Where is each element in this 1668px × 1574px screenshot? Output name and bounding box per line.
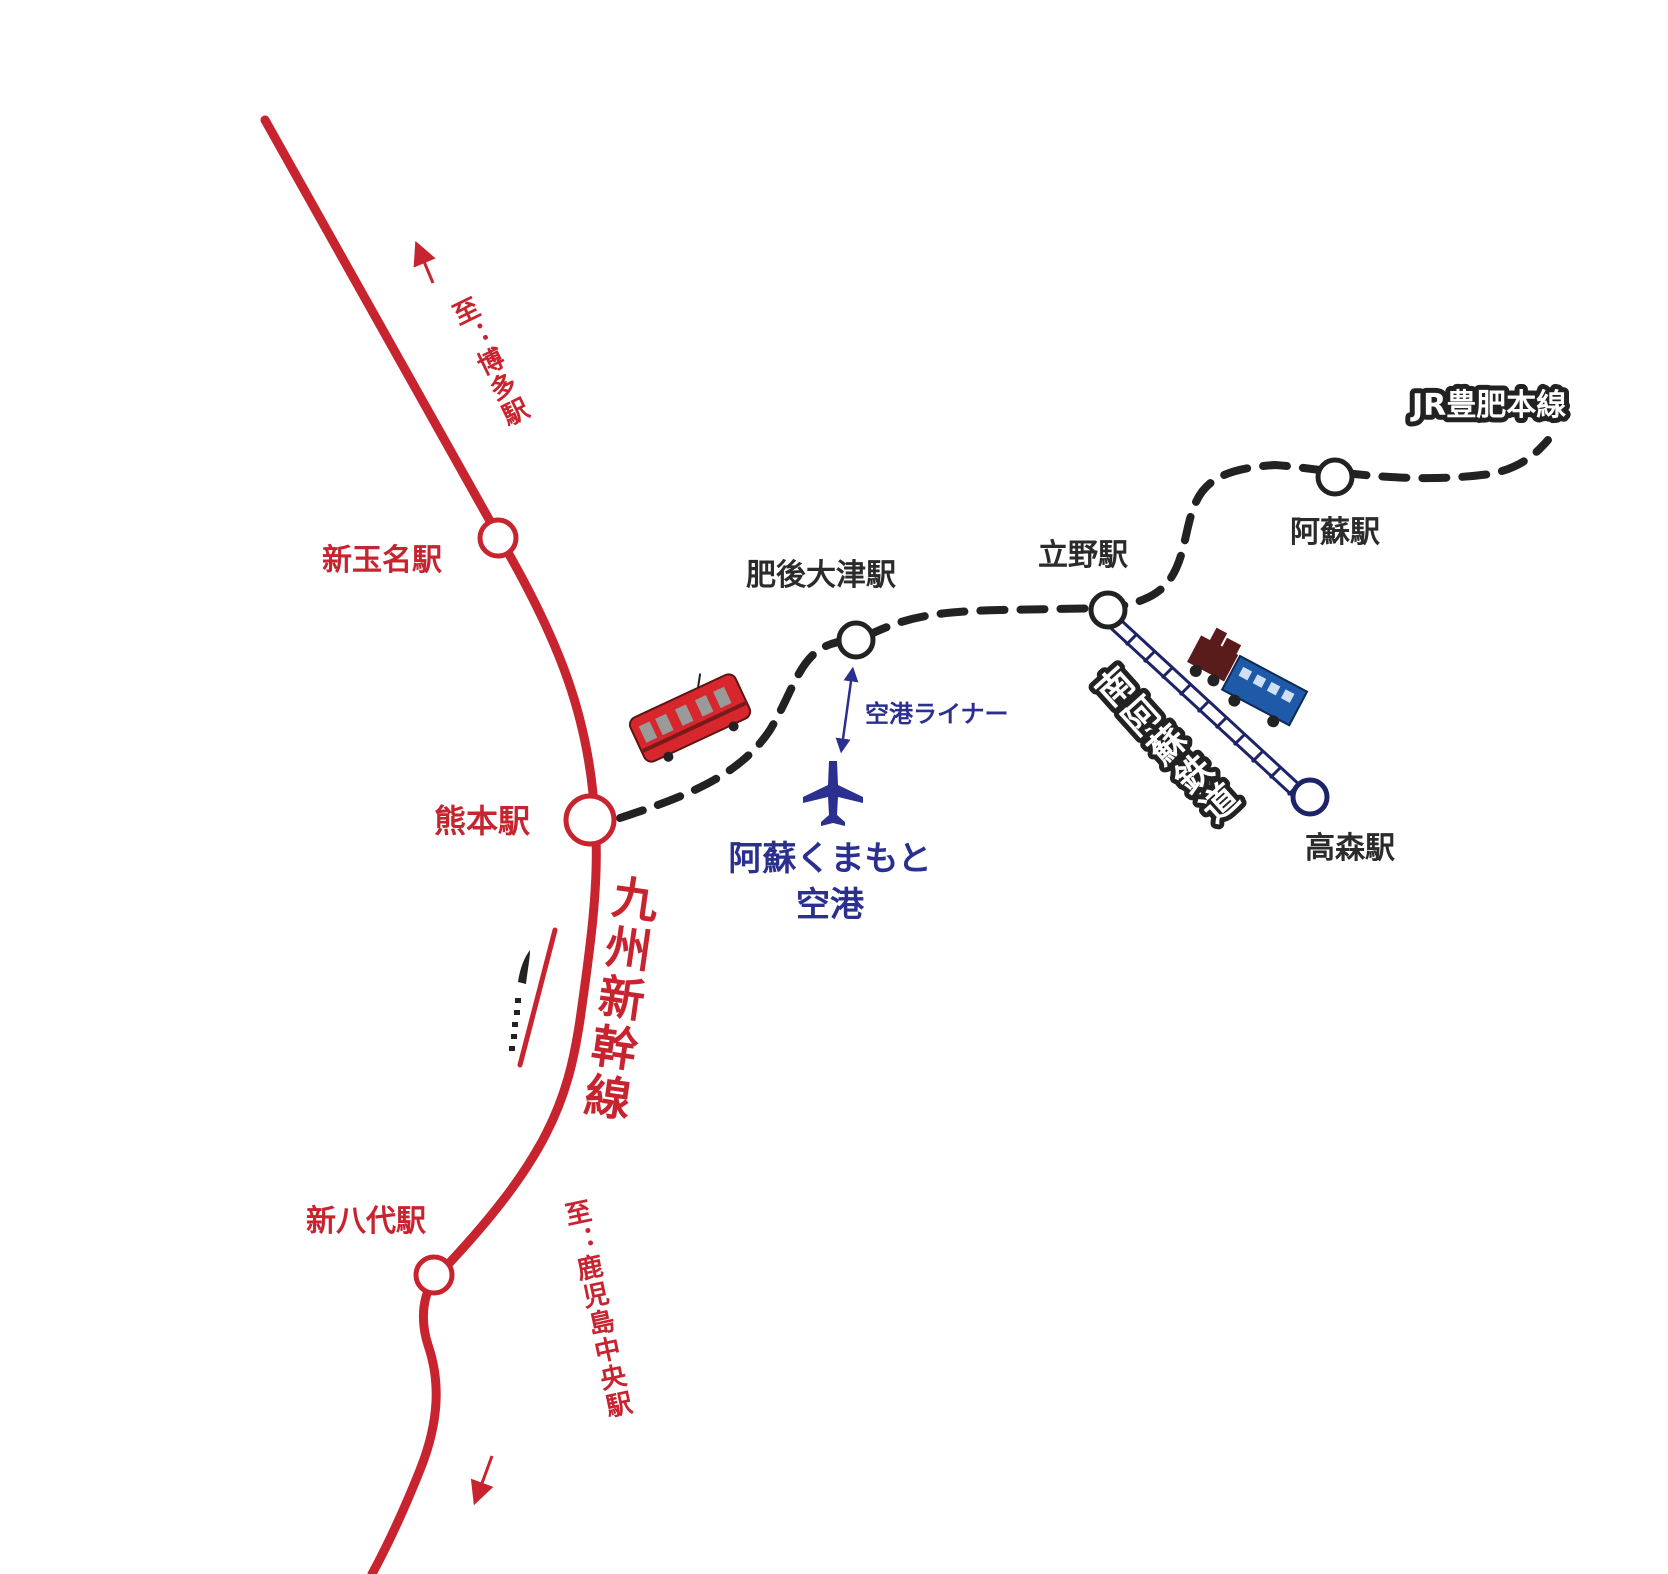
airport-liner-label: 空港ライナー bbox=[865, 700, 1009, 728]
station-marker-higoozu[interactable] bbox=[836, 620, 876, 660]
hohi-line bbox=[616, 436, 1552, 822]
station-label-takamori: 高森駅 bbox=[1305, 831, 1395, 866]
station-label-shinyatsushiro: 新八代駅 bbox=[306, 1204, 426, 1239]
station-marker-tateno[interactable] bbox=[1088, 590, 1128, 630]
south-direction-arrow bbox=[470, 1455, 494, 1506]
station-label-higoozu: 肥後大津駅 bbox=[746, 558, 896, 593]
north-direction-arrow bbox=[413, 240, 436, 284]
south-destination-label: 至：鹿児島中央駅 bbox=[558, 1197, 634, 1422]
steam-train-icon bbox=[1187, 627, 1309, 728]
red-train-icon bbox=[628, 673, 752, 763]
plane-icon bbox=[803, 761, 863, 826]
station-label-tateno: 立野駅 bbox=[1038, 538, 1128, 573]
station-marker-takamori[interactable] bbox=[1290, 777, 1330, 817]
shinkansen-icon bbox=[509, 927, 558, 1068]
station-marker-kumamoto[interactable] bbox=[563, 793, 617, 847]
station-marker-shinyatsushiro[interactable] bbox=[413, 1254, 455, 1296]
station-label-kumamoto: 熊本駅 bbox=[434, 802, 530, 840]
shinkansen-line bbox=[260, 115, 601, 1574]
minamiaso-line-label: 南阿蘇鉄道 bbox=[1085, 660, 1247, 833]
station-label-shintamana: 新玉名駅 bbox=[322, 543, 442, 578]
station-marker-shintamana[interactable] bbox=[477, 517, 519, 559]
north-destination-label: 至：博多駅 bbox=[445, 293, 533, 432]
airport-liner-arrow bbox=[835, 666, 859, 754]
airport-name-line2: 空港 bbox=[796, 885, 865, 925]
hohi-line-label: JR豊肥本線 bbox=[1410, 388, 1566, 423]
shinkansen-line-label: 九州新幹線 bbox=[574, 871, 662, 1126]
station-marker-aso[interactable] bbox=[1315, 457, 1355, 497]
airport-name-line1: 阿蘇くまもと bbox=[728, 839, 931, 879]
station-label-aso: 阿蘇駅 bbox=[1290, 515, 1380, 550]
